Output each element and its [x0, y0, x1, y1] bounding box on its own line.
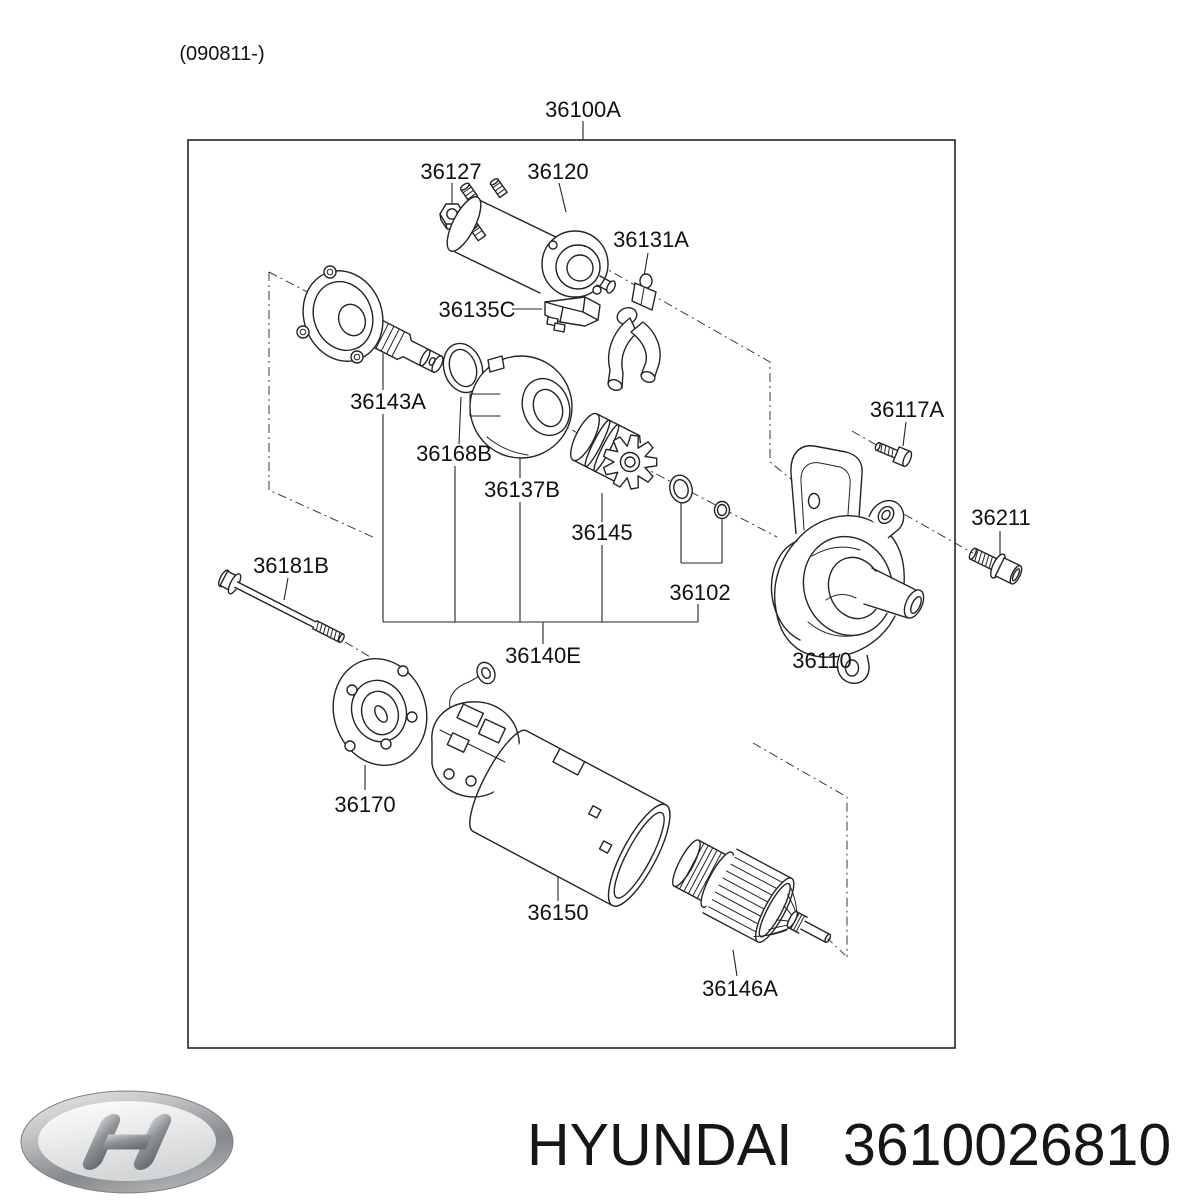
label-armature: 36146A	[702, 976, 778, 1001]
label-nut: 36127	[420, 159, 481, 184]
label-stop-rings: 36102	[669, 580, 730, 605]
label-end-plate: 36170	[334, 792, 395, 817]
part-clutch-housing	[469, 355, 573, 459]
part-bracket-bolt	[874, 441, 913, 468]
label-washer: 36168B	[416, 441, 492, 466]
part-mount-bolt	[968, 547, 1023, 585]
part-front-bracket	[770, 445, 925, 684]
part-armature	[672, 839, 832, 944]
label-gear-shaft: 36143A	[350, 389, 426, 414]
part-through-bolt	[218, 569, 345, 644]
brand-text: HYUNDAI	[527, 1112, 793, 1178]
label-front-bracket: 36110	[792, 648, 852, 673]
part-labels: (090811-) 36100A 36127 36120 36131A 3613…	[179, 43, 1030, 1001]
label-clutch-housing: 36137B	[484, 477, 560, 502]
part-end-plate	[332, 658, 428, 766]
label-shaft-subassembly: 36140E	[505, 643, 581, 668]
label-fork-lever: 36131A	[613, 227, 689, 252]
diagram-border	[187, 139, 956, 1049]
part-washer	[442, 342, 484, 394]
label-mount-bolt: 36211	[971, 505, 1031, 530]
hyundai-h-mark	[82, 1114, 172, 1170]
flange-tabs	[296, 265, 364, 364]
label-solenoid: 36120	[527, 159, 588, 184]
part-stop-rings	[669, 474, 731, 520]
part-brush-holder	[431, 661, 521, 798]
label-through-bolt: 36181B	[253, 553, 329, 578]
part-pinion-drive	[570, 412, 658, 490]
label-revision-code: (090811-)	[179, 43, 264, 65]
hyundai-logo	[20, 1090, 234, 1194]
part-yoke	[469, 729, 671, 907]
label-bracket-bolt: 36117A	[870, 397, 945, 422]
part-number-text: 3610026810	[843, 1112, 1171, 1178]
part-contact-plate	[544, 296, 601, 333]
part-fork-lever	[607, 273, 661, 391]
label-contact-plate: 36135C	[438, 297, 515, 322]
label-yoke: 36150	[527, 900, 588, 925]
label-assembly: 36100A	[545, 97, 621, 122]
part-solenoid	[446, 178, 616, 298]
label-pinion-drive: 36145	[571, 520, 632, 545]
part-gear-shaft	[296, 265, 444, 374]
